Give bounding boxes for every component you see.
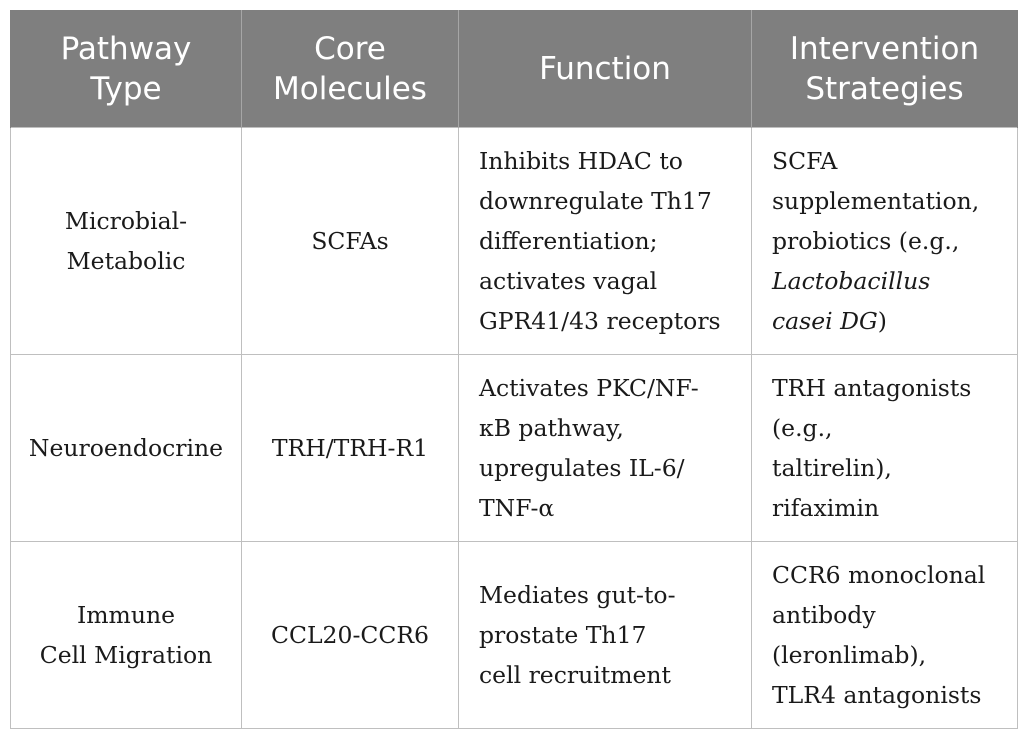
cell-text-line: (e.g.,	[772, 414, 833, 442]
cell-text-line: Cell Migration	[39, 641, 213, 669]
cell-text-line: CCR6 monoclonal	[772, 561, 986, 589]
cell-text-line-italic: Lactobacillus	[772, 267, 931, 295]
cell-text-line: Activates PKC/NF-	[479, 374, 699, 402]
cell-core-molecules: CCL20-CCR6	[241, 541, 459, 729]
cell-intervention: SCFA supplementation, probiotics (e.g., …	[751, 127, 1018, 355]
cell-core-molecules: TRH/TRH-R1	[241, 354, 459, 542]
header-text-line: Molecules	[273, 71, 427, 107]
species-name-italic: casei DG	[772, 307, 878, 335]
header-core-molecules: Core Molecules	[241, 10, 459, 128]
header-text-line: Strategies	[805, 71, 964, 107]
cell-text-line: differentiation;	[479, 227, 658, 255]
cell-function: Mediates gut-to- prostate Th17 cell recr…	[458, 541, 752, 729]
table-row: Microbial- Metabolic SCFAs Inhibits HDAC…	[10, 127, 1018, 355]
header-row: Pathway Type Core Molecules Function Int…	[10, 10, 1018, 128]
cell-text-line: SCFA	[772, 147, 838, 175]
data-table-container: Pathway Type Core Molecules Function Int…	[10, 10, 1018, 729]
cell-function: Inhibits HDAC to downregulate Th17 diffe…	[458, 127, 752, 355]
cell-text-line: κB pathway,	[479, 414, 624, 442]
cell-pathway-type: Neuroendocrine	[10, 354, 242, 542]
cell-text-line: downregulate Th17	[479, 187, 712, 215]
cell-text-line: GPR41/43 receptors	[479, 307, 721, 335]
cell-text-line: probiotics (e.g.,	[772, 227, 960, 255]
cell-core-molecules: SCFAs	[241, 127, 459, 355]
cell-text: SCFAs	[311, 227, 389, 255]
cell-text-line: upregulates IL-6/	[479, 454, 685, 482]
cell-pathway-type: Immune Cell Migration	[10, 541, 242, 729]
table-row: Neuroendocrine TRH/TRH-R1 Activates PKC/…	[10, 354, 1018, 542]
header-text-line: Pathway	[60, 31, 192, 67]
cell-text-line: Inhibits HDAC to	[479, 147, 683, 175]
table-row: Immune Cell Migration CCL20-CCR6 Mediate…	[10, 541, 1018, 729]
cell-text-line: TNF-α	[479, 494, 555, 522]
header-function: Function	[458, 10, 752, 128]
closing-paren: )	[877, 307, 887, 335]
header-intervention-strategies: Intervention Strategies	[751, 10, 1018, 128]
cell-text-line: TLR4 antagonists	[772, 681, 982, 709]
header-text-line: Type	[90, 71, 162, 107]
cell-intervention: TRH antagonists (e.g., taltirelin), rifa…	[751, 354, 1018, 542]
cell-function: Activates PKC/NF- κB pathway, upregulate…	[458, 354, 752, 542]
cell-text-line: antibody	[772, 601, 876, 629]
cell-text-line: casei DG)	[772, 301, 1005, 341]
table-header: Pathway Type Core Molecules Function Int…	[10, 10, 1018, 128]
cell-text-line: cell recruitment	[479, 661, 671, 689]
cell-pathway-type: Microbial- Metabolic	[10, 127, 242, 355]
table-body: Microbial- Metabolic SCFAs Inhibits HDAC…	[10, 127, 1018, 729]
cell-text-line: (leronlimab),	[772, 641, 927, 669]
cell-text-line: Microbial-	[64, 207, 188, 235]
cell-text: TRH/TRH-R1	[271, 434, 429, 462]
pathway-table: Pathway Type Core Molecules Function Int…	[10, 10, 1018, 729]
cell-text: CCL20-CCR6	[270, 621, 430, 649]
header-pathway-type: Pathway Type	[10, 10, 242, 128]
header-text-line: Core	[314, 31, 386, 67]
cell-text-line: Neuroendocrine	[28, 434, 224, 462]
cell-text-line: prostate Th17	[479, 621, 647, 649]
cell-text-line: TRH antagonists	[772, 374, 972, 402]
cell-text-line: rifaximin	[772, 494, 880, 522]
header-text-line: Function	[539, 51, 671, 87]
cell-text-line: supplementation,	[772, 187, 980, 215]
cell-text-line: Immune	[76, 601, 176, 629]
cell-text-line: activates vagal	[479, 267, 658, 295]
cell-text-line: Metabolic	[66, 247, 186, 275]
cell-intervention: CCR6 monoclonal antibody (leronlimab), T…	[751, 541, 1018, 729]
cell-text-line: Mediates gut-to-	[479, 581, 676, 609]
header-text-line: Intervention	[789, 31, 980, 67]
cell-text-line: taltirelin),	[772, 454, 892, 482]
